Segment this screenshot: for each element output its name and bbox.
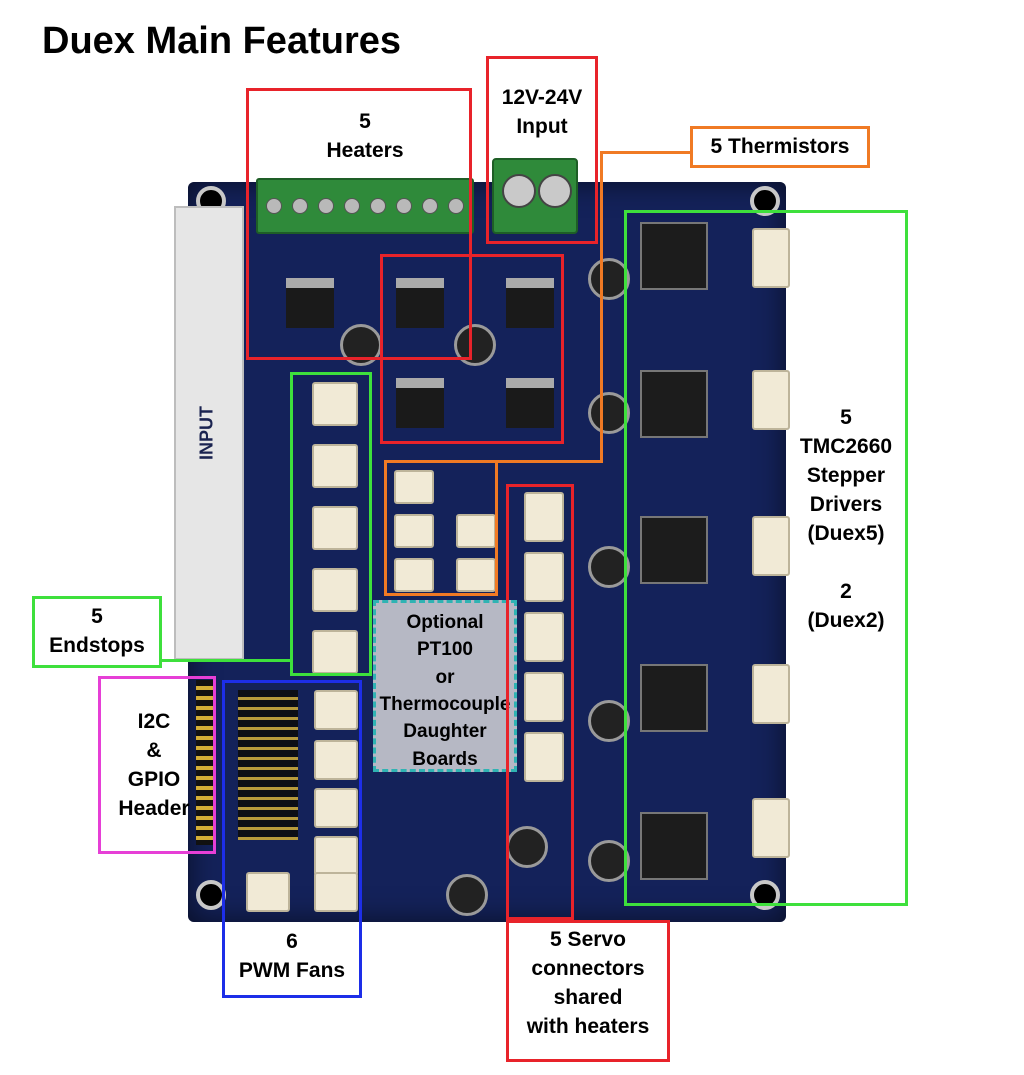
stepper-driver-chip (640, 812, 708, 880)
power-input-outline (486, 56, 598, 244)
mosfet (396, 378, 444, 428)
stepper-line-2: TMC2660 (799, 434, 893, 458)
heaters-count: 5 (359, 110, 371, 133)
motor-connector (752, 228, 790, 288)
servo-connector (524, 672, 564, 722)
fan-connector (314, 740, 358, 780)
i2c-line-4: Header (118, 796, 190, 820)
daughter-boards-line-2: PT100 (417, 639, 473, 661)
servo-connector (524, 732, 564, 782)
endstop-connector (312, 382, 358, 426)
power-input-label: Input (516, 114, 568, 138)
endstops-count: 5 (91, 605, 103, 628)
heater-terminal-block (256, 178, 474, 234)
stepper-line-1: 5 (840, 406, 852, 429)
i2c-line-1: I2C (137, 710, 171, 733)
motor-connector (752, 370, 790, 430)
capacitor (588, 258, 630, 300)
fan-connector (314, 872, 358, 912)
stepper-line-6 (843, 551, 849, 574)
servo-label-box (506, 920, 670, 1062)
servo-line-1: 5 Servo (550, 928, 626, 951)
motor-connector (752, 664, 790, 724)
i2c-line-2: & (146, 738, 162, 762)
daughter-boards-line-4: Thermocouple (379, 694, 511, 716)
thermistor-connector (394, 514, 434, 548)
mosfet (286, 278, 334, 328)
stepper-line-8: (Duex2) (807, 608, 885, 632)
servo-connector (524, 492, 564, 542)
daughter-boards-line-6: Boards (412, 748, 478, 770)
fan-connector (314, 836, 358, 876)
fan-connector (314, 690, 358, 730)
heaters-outline-lower (380, 254, 564, 444)
power-input-terminal (492, 158, 578, 234)
servo-connector (524, 612, 564, 662)
servo-connector (524, 552, 564, 602)
fan-voltage-select-pins (238, 690, 298, 840)
fan-connector (246, 872, 290, 912)
i2c-gpio-header-pins (196, 680, 214, 845)
mount-hole (196, 880, 226, 910)
capacitor (588, 700, 630, 742)
i2c-gpio-outline (98, 676, 216, 854)
heaters-label: Heaters (326, 138, 404, 162)
stepper-driver-chip (640, 370, 708, 438)
thermistors-leader (497, 460, 603, 463)
stepper-line-5: (Duex5) (807, 521, 885, 545)
stepper-line-7: 2 (840, 579, 852, 603)
capacitor (588, 392, 630, 434)
thermistor-connector (394, 558, 434, 592)
capacitor (588, 840, 630, 882)
motor-connector (752, 516, 790, 576)
stepper-line-3: Stepper (806, 463, 886, 487)
stepper-drivers-outline (624, 210, 908, 906)
input-connector-label: INPUT (196, 406, 217, 460)
endstop-connector (312, 444, 358, 488)
stepper-driver-chip (640, 516, 708, 584)
fan-connector (314, 788, 358, 828)
daughter-boards-line-1: Optional (406, 612, 484, 633)
thermistor-connector (456, 514, 496, 548)
mosfet (396, 278, 444, 328)
input-ribbon-connector (174, 206, 244, 660)
capacitor (446, 874, 488, 916)
thermistor-connector (456, 558, 496, 592)
thermistor-connector (394, 470, 434, 504)
pwm-fans-outline (222, 680, 362, 998)
page-title: Duex Main Features (42, 20, 401, 62)
power-input-voltage: 12V-24V (501, 86, 583, 109)
thermistors-leader (600, 151, 692, 154)
mosfet (506, 378, 554, 428)
daughter-board-area: Optional PT100 or Thermocouple Daughter … (373, 600, 517, 772)
endstops-label: Endstops (49, 633, 145, 657)
servo-line-4: with heaters (526, 1014, 650, 1038)
motor-connector (752, 798, 790, 858)
i2c-line-3: GPIO (127, 767, 181, 791)
thermistors-leader (600, 151, 603, 463)
pwm-fans-label: PWM Fans (238, 958, 346, 982)
daughter-boards-line-5: Daughter (403, 721, 487, 743)
endstops-label-box (32, 596, 162, 668)
thermistors-outline (384, 460, 498, 596)
stepper-driver-chip (640, 664, 708, 732)
servo-line-2: connectors (531, 956, 645, 980)
endstop-connector (312, 568, 358, 612)
capacitor (588, 546, 630, 588)
thermistors-label-box (690, 126, 870, 168)
endstops-leader (162, 659, 292, 662)
thermistors-label: 5 Thermistors (710, 135, 850, 158)
pwm-fans-count: 6 (286, 930, 298, 953)
stepper-line-4: Drivers (809, 492, 883, 516)
servo-outline (506, 484, 574, 920)
endstop-connector (312, 506, 358, 550)
endstops-outline (290, 372, 372, 676)
heaters-outline (246, 88, 472, 360)
daughter-boards-line-3: or (435, 666, 455, 688)
mosfet (506, 278, 554, 328)
stepper-driver-chip (640, 222, 708, 290)
capacitor (454, 324, 496, 366)
servo-line-3: shared (553, 985, 623, 1009)
